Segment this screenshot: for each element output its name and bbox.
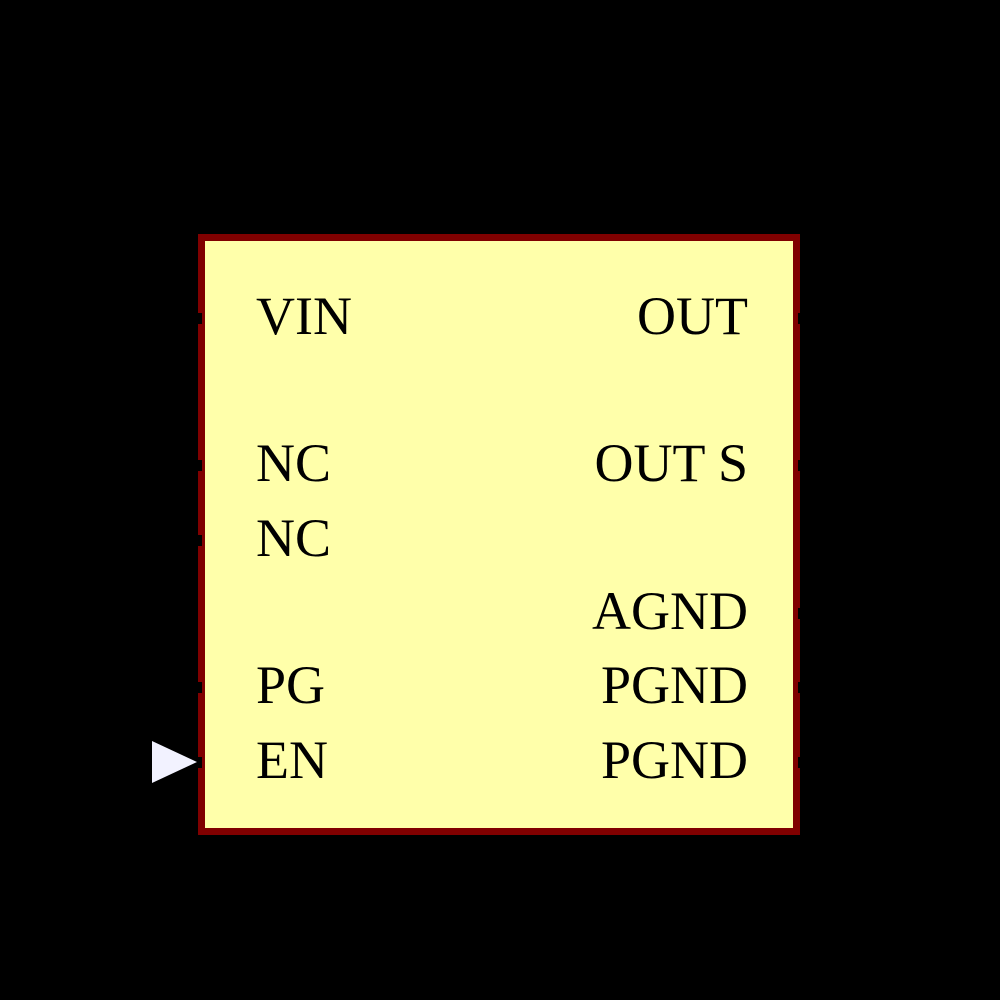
pin-stub-pg[interactable] [192,682,202,693]
pin-stub-en[interactable] [192,757,202,768]
pin-stub-out_s[interactable] [798,460,808,471]
pin-label-vin: VIN [256,286,352,346]
enable-input-arrow-icon [152,741,197,783]
pin-label-out: OUT [637,286,748,346]
pin-label-pg: PG [256,655,326,715]
pin-label-agnd: AGND [592,581,748,641]
pin-stub-vin[interactable] [192,313,202,324]
pin-stub-agnd[interactable] [798,608,808,619]
pin-stub-out[interactable] [798,313,808,324]
pin-label-nc2: NC [256,508,332,568]
pin-label-pgnd2: PGND [600,730,748,790]
pin-stub-nc1[interactable] [192,460,202,471]
pin-label-nc1: NC [256,433,332,493]
pin-stub-nc2[interactable] [192,535,202,546]
pin-label-pgnd1: PGND [600,655,748,715]
pin-label-en: EN [256,730,328,790]
ic-symbol-body[interactable] [198,234,800,835]
pin-stub-pgnd1[interactable] [798,682,808,693]
pin-stub-pgnd2[interactable] [798,757,808,768]
pin-label-out_s: OUT S [594,433,748,493]
